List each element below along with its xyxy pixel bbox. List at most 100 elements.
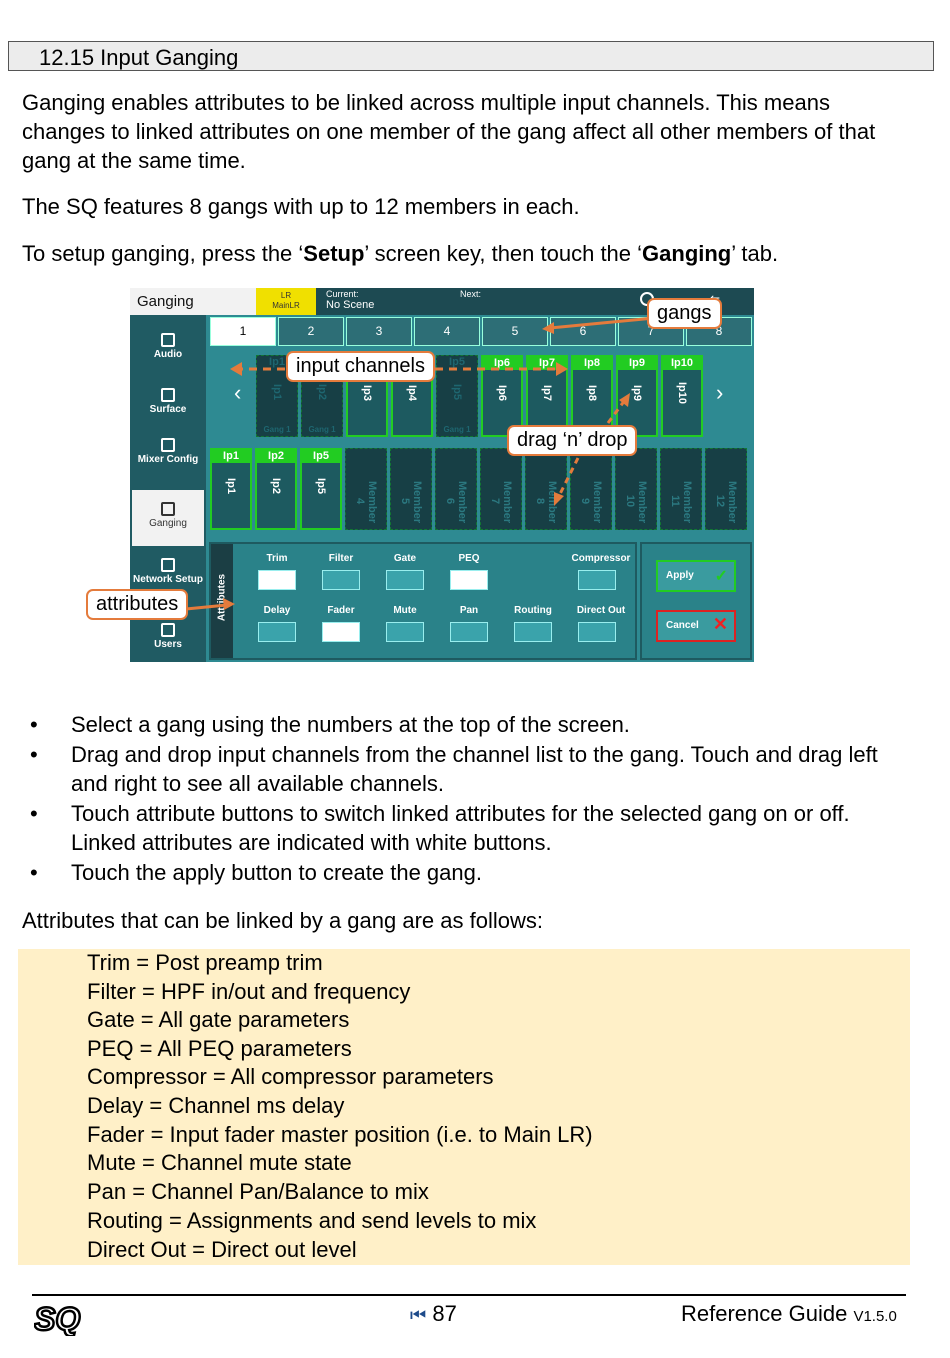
member-slot-7[interactable]: Member 7 (480, 448, 522, 530)
sidebar-item-network-setup[interactable]: Network Setup (132, 550, 204, 602)
gangs-arrowhead (542, 322, 554, 334)
list-item: Compressor = All compressor parameters (87, 1064, 494, 1089)
scroll-right-arrow[interactable]: › (716, 380, 724, 405)
list-item: PEQ = All PEQ parameters (87, 1036, 352, 1061)
attr-label-pan: Pan (459, 605, 479, 616)
list-item: Drag and drop input channels from the ch… (22, 740, 912, 798)
attr-label-compressor: Compressor (571, 553, 631, 564)
sidebar-item-ganging[interactable]: Ganging (132, 490, 204, 546)
attr-label-delay: Delay (263, 605, 291, 616)
member-slot-12[interactable]: Member 12 (705, 448, 747, 530)
setup-key: Setup (303, 241, 365, 266)
attr-toggle-delay[interactable] (258, 622, 296, 642)
attr-toggle-gate[interactable] (386, 570, 424, 590)
attr-toggle-peq[interactable] (450, 570, 488, 590)
attr-toggle-direct-out[interactable] (578, 622, 616, 642)
cancel-button[interactable]: Cancel✕ (656, 610, 736, 642)
attr-toggle-mute[interactable] (386, 622, 424, 642)
sidebar-item-mixer-config[interactable]: Mixer Config (132, 433, 204, 485)
callout-attributes: attributes (86, 589, 189, 620)
gangs-arrow (549, 316, 655, 330)
sq-logo: SQ (34, 1302, 82, 1336)
member-slot-10[interactable]: Member 10 (615, 448, 657, 530)
list-item: Fader = Input fader master position (i.e… (87, 1122, 593, 1147)
attr-label-routing: Routing (514, 605, 552, 616)
apply-button[interactable]: Apply✓ (656, 560, 736, 592)
member-slot-5[interactable]: Member 5 (390, 448, 432, 530)
page-number: ⏮ 87 (410, 1301, 457, 1326)
action-panel: Apply✓ Cancel✕ (640, 542, 752, 660)
gang-tab-3[interactable]: 3 (346, 317, 412, 346)
attr-label-direct-out: Direct Out (576, 605, 626, 616)
attributes-panel: Attributes Trim Filter Gate PEQ Compress… (209, 542, 637, 660)
attr-toggle-compressor[interactable] (578, 570, 616, 590)
attr-toggle-trim[interactable] (258, 570, 296, 590)
attr-toggle-fader[interactable] (322, 622, 360, 642)
drag-arrow-up (606, 399, 627, 424)
gang-tab-4[interactable]: 4 (414, 317, 480, 346)
check-icon: ✓ (714, 568, 728, 585)
drag-arrowhead-down (554, 492, 564, 506)
list-item: Touch attribute buttons to switch linked… (22, 799, 912, 857)
sidebar-item-surface[interactable]: Surface (132, 380, 204, 432)
surface-icon (161, 388, 175, 402)
intro-paragraph-1: Ganging enables attributes to be linked … (22, 90, 876, 173)
screen-title: Ganging (130, 288, 256, 315)
intro-paragraph-2: The SQ features 8 gangs with up to 12 me… (22, 194, 580, 219)
sidebar-item-users[interactable]: Users (132, 605, 204, 657)
list-item: Trim = Post preamp trim (87, 950, 323, 975)
list-item: Routing = Assignments and send levels to… (87, 1208, 537, 1233)
previous-page-icon[interactable]: ⏮ (410, 1305, 427, 1325)
attr-toggle-filter[interactable] (322, 570, 360, 590)
section-header: 12.15 Input Ganging (8, 41, 934, 71)
attr-toggle-pan[interactable] (450, 622, 488, 642)
gang-tab-5[interactable]: 5 (482, 317, 548, 346)
attr-toggle-routing[interactable] (514, 622, 552, 642)
member-slot-6[interactable]: Member 6 (435, 448, 477, 530)
audio-icon (161, 333, 175, 347)
gang-tab-2[interactable]: 2 (278, 317, 344, 346)
attributes-arrowhead (223, 598, 235, 610)
channels-arrowhead-left (230, 362, 242, 376)
member-slot-11[interactable]: Member 11 (660, 448, 702, 530)
callout-gangs: gangs (647, 298, 722, 329)
list-item: Direct Out = Direct out level (87, 1237, 357, 1262)
footer-divider (32, 1294, 906, 1296)
attributes-arrow (185, 603, 228, 611)
current-scene: Current:No Scene (326, 289, 375, 311)
annotation-arrows (185, 316, 655, 611)
attr-label-gate: Gate (393, 553, 417, 564)
scroll-left-arrow[interactable]: ‹ (234, 380, 242, 405)
section-title: 12.15 Input Ganging (39, 45, 239, 70)
network-icon (161, 558, 175, 572)
instruction-list: Select a gang using the numbers at the t… (22, 710, 912, 888)
cross-icon: ✕ (712, 614, 728, 634)
callout-drag-n-drop: drag ‘n’ drop (507, 425, 638, 456)
users-icon (161, 623, 175, 637)
attributes-side-label: Attributes (211, 544, 233, 658)
ganging-tab-ref: Ganging (642, 241, 732, 266)
attributes-definition-box: Trim = Post preamp trim Filter = HPF in/… (18, 949, 910, 1265)
list-item: Filter = HPF in/out and frequency (87, 979, 411, 1004)
gang-tab-1[interactable]: 1 (210, 317, 276, 346)
sidebar-item-audio[interactable]: Audio (132, 325, 204, 377)
list-item: Mute = Channel mute state (87, 1150, 352, 1175)
drag-arrow-down (556, 457, 580, 499)
list-item: Delay = Channel ms delay (87, 1093, 345, 1118)
attr-label-fader: Fader (327, 605, 355, 616)
attr-label-trim: Trim (266, 553, 288, 564)
attributes-intro: Attributes that can be linked by a gang … (22, 908, 543, 933)
mixer-config-icon (161, 438, 175, 452)
callout-input-channels: input channels (286, 351, 435, 382)
attr-label-peq: PEQ (458, 553, 480, 564)
member-slot-4[interactable]: Member 4 (345, 448, 387, 530)
attr-label-mute: Mute (393, 605, 417, 616)
